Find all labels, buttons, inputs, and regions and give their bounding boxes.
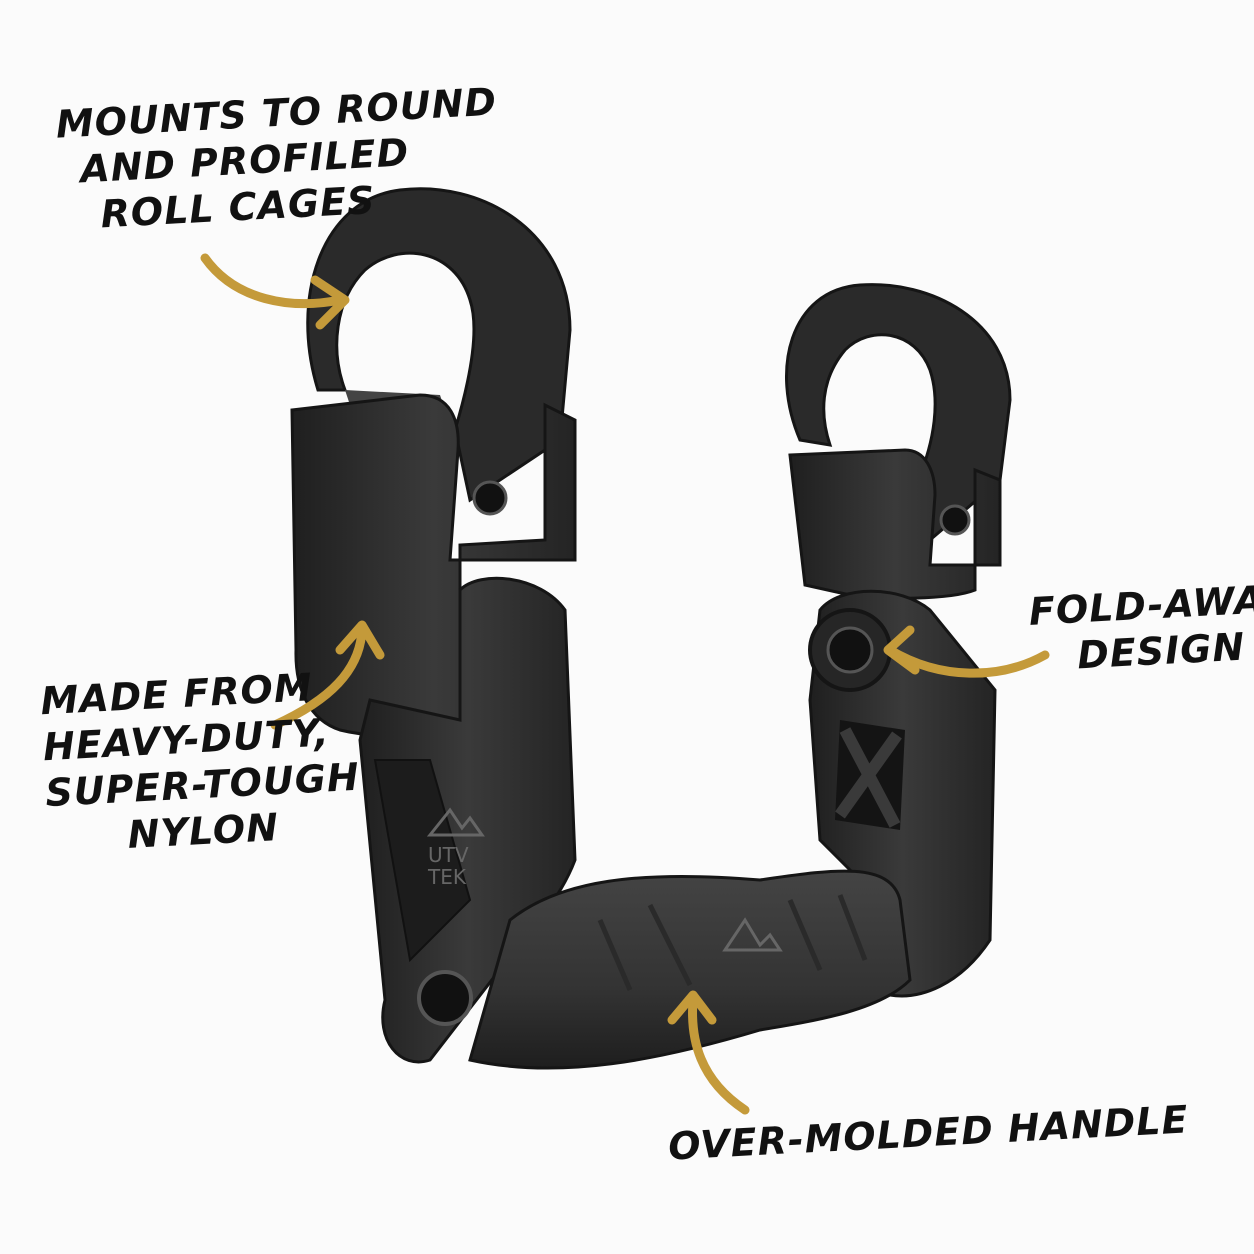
arrow-material	[270, 625, 367, 730]
left-pivot-bolt	[417, 970, 473, 1026]
logo-text-line2: TEK	[427, 865, 467, 889]
arrow-handle	[688, 995, 750, 1115]
logo-text-line1: UTV	[428, 843, 469, 867]
right-clamp-bolt	[939, 504, 971, 536]
over-molded-handle	[468, 869, 912, 1070]
right-arm	[808, 589, 997, 998]
arrow-mounts	[200, 253, 345, 309]
right-clamp	[785, 283, 1012, 600]
callout-material: MADE FROM HEAVY-DUTY, SUPER-TOUGH NYLON	[39, 662, 363, 862]
arrow-mounts-head	[310, 275, 350, 330]
callout-arrows	[200, 253, 1050, 1115]
arrow-fold-head	[883, 625, 920, 675]
brand-logo: UTV TEK	[426, 807, 485, 889]
arrow-fold	[885, 645, 1050, 678]
arrow-material-head	[335, 620, 385, 660]
arrow-handle-head	[667, 990, 717, 1025]
callout-mounts: MOUNTS TO ROUND AND PROFILED ROLL CAGES	[55, 79, 503, 240]
callout-fold: FOLD-AWAY DESIGN	[1028, 575, 1254, 680]
left-clamp-bolt	[472, 480, 508, 516]
